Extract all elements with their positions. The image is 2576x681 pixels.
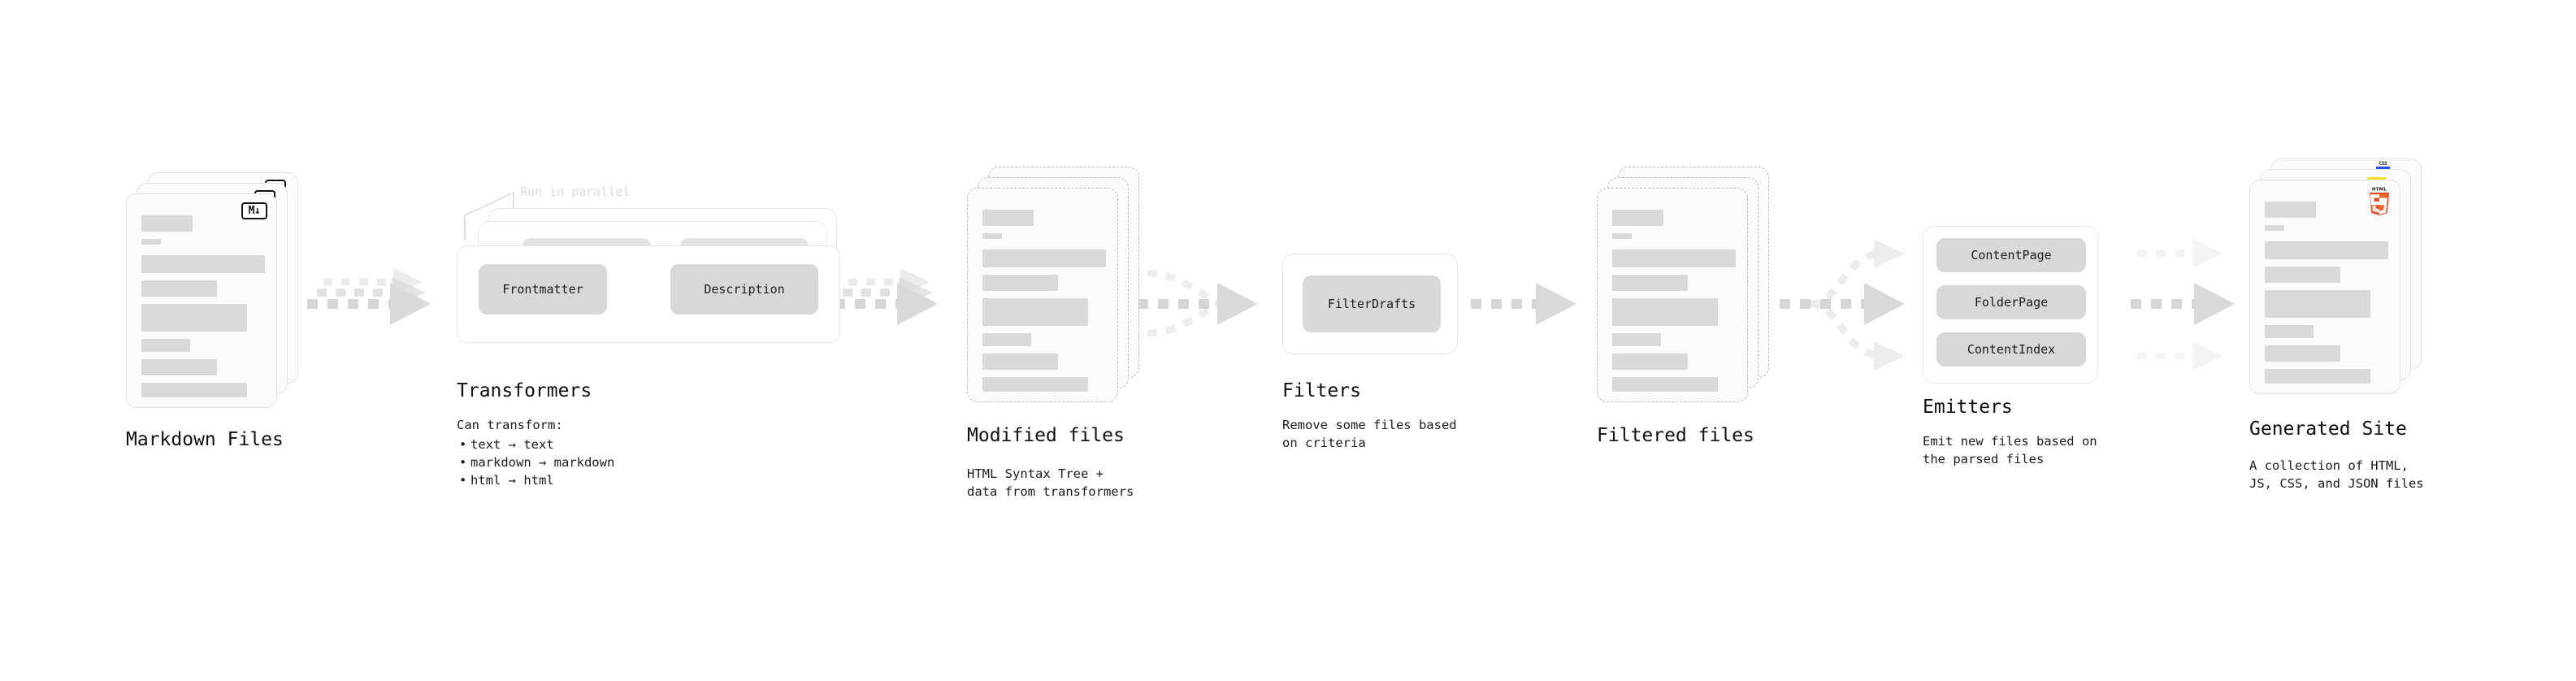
document-skeleton xyxy=(141,215,265,405)
html5-badge: HTML xyxy=(2367,186,2392,215)
run-in-parallel-annotation: Run in parallel xyxy=(520,184,631,199)
arrow-filtered-to-emitters xyxy=(1780,239,1905,371)
transformers-bullets-head: Can transform: xyxy=(457,418,563,432)
transformers-bullet: html → html xyxy=(459,471,614,489)
filtered-files-title: Filtered files xyxy=(1597,425,1754,446)
generated-site-stack: CSS HTML xyxy=(2249,158,2422,394)
generated-site-subtitle: A collection of HTML, JS, CSS, and JSON … xyxy=(2249,458,2424,491)
arrow-filters-to-filtered xyxy=(1471,283,1576,325)
modified-card-front xyxy=(967,188,1118,402)
generated-site-title: Generated Site xyxy=(2249,419,2407,440)
arrow-emitters-to-site xyxy=(2131,239,2235,371)
markdown-badge: M↓ xyxy=(241,202,267,219)
transformers-bullets: Can transform: text → text markdown → ma… xyxy=(457,416,614,489)
filters-subtitle: Remove some files based on criteria xyxy=(1282,418,1457,450)
emitter-chip-contentpage[interactable]: ContentPage xyxy=(1936,238,2086,272)
transformers-title: Transformers xyxy=(457,380,592,401)
markdown-files-title: Markdown Files xyxy=(126,429,284,450)
document-skeleton xyxy=(982,210,1106,399)
filter-chip-filterdrafts[interactable]: FilterDrafts xyxy=(1303,275,1441,332)
filters-box: FilterDrafts xyxy=(1282,254,1458,354)
modified-files-subtitle: HTML Syntax Tree + data from transformer… xyxy=(967,466,1134,499)
markdown-card-front: M↓ xyxy=(126,193,277,408)
emitter-chip-folderpage[interactable]: FolderPage xyxy=(1936,285,2086,319)
transformers-bullet: markdown → markdown xyxy=(459,453,614,471)
transformer-chip-frontmatter[interactable]: Frontmatter xyxy=(479,264,607,314)
transformers-bullet: text → text xyxy=(459,436,614,453)
generated-card-front-html: HTML xyxy=(2249,180,2400,394)
modified-files-title: Modified files xyxy=(967,425,1125,446)
emitters-title: Emitters xyxy=(1923,397,2013,418)
emitter-chip-contentindex[interactable]: ContentIndex xyxy=(1936,332,2086,367)
markdown-files-stack: M↓ M↓ M↓ xyxy=(126,172,298,408)
transformer-chip-description[interactable]: Description xyxy=(670,264,818,314)
filtered-card-front xyxy=(1597,188,1748,402)
emitters-box: ContentPage FolderPage ContentIndex xyxy=(1923,226,2098,384)
transformers-box-front: Frontmatter Description xyxy=(457,245,840,343)
filters-title: Filters xyxy=(1282,380,1361,401)
document-skeleton xyxy=(2265,202,2388,391)
arrow-markdown-to-transformers xyxy=(307,268,431,325)
document-skeleton xyxy=(1612,210,1736,399)
arrow-modified-to-filters xyxy=(1138,269,1258,337)
filtered-files-stack xyxy=(1597,167,1769,402)
svg-text:HTML: HTML xyxy=(2372,188,2387,193)
emitters-subtitle: Emit new files based on the parsed files xyxy=(1923,434,2097,466)
modified-files-stack xyxy=(967,167,1139,402)
